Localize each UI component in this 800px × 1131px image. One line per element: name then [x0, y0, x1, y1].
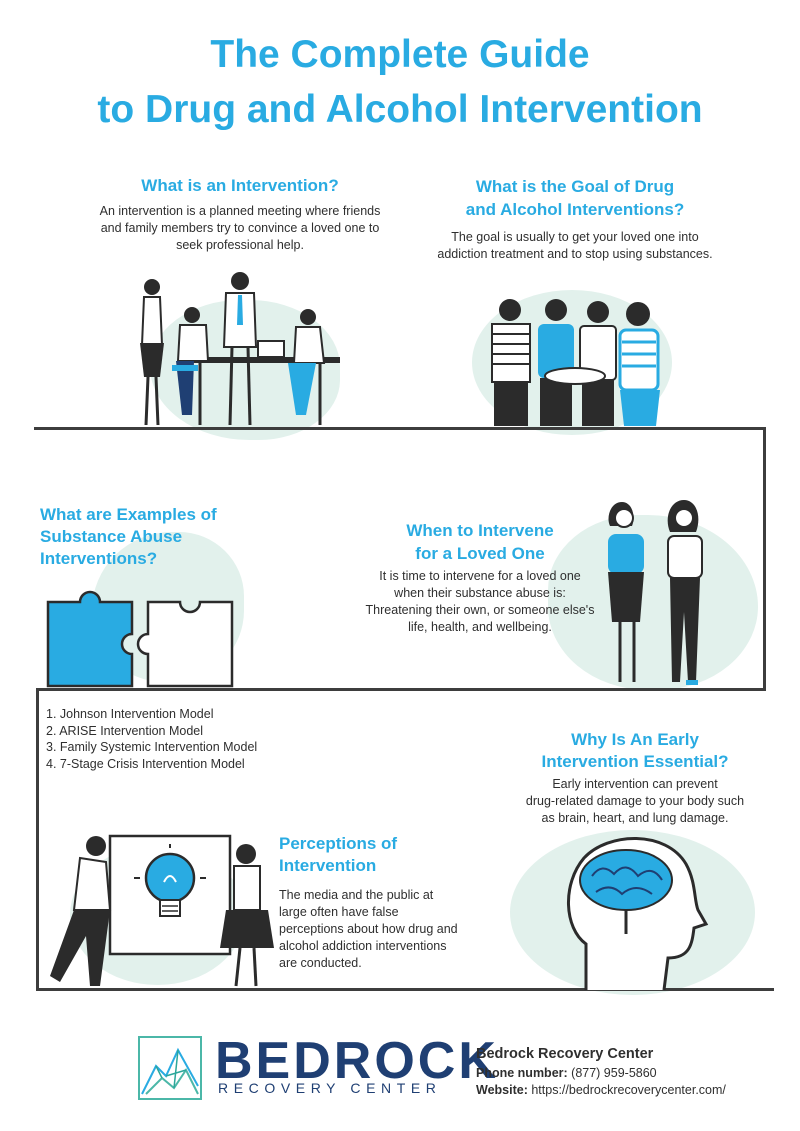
early-body-2: drug-related damage to your body such	[525, 794, 745, 808]
when-body-3: Threatening their own, or someone else's	[365, 603, 595, 617]
brain-head-illustration	[567, 837, 709, 991]
examples-heading-2: Substance Abuse	[40, 527, 183, 546]
early-body-3: as brain, heart, and lung damage.	[541, 811, 729, 825]
women-talking-illustration	[608, 500, 703, 685]
goal-heading-2: and Alcohol Interventions?	[465, 200, 685, 219]
puzzle-illustration	[46, 590, 234, 688]
what-is-body-1: An intervention is a planned meeting whe…	[99, 204, 381, 218]
divider-line	[763, 427, 766, 691]
phone-label: Phone number:	[476, 1066, 568, 1080]
early-body-1: Early intervention can prevent	[552, 777, 718, 791]
when-body-2: when their substance abuse is:	[394, 586, 566, 600]
divider-line	[34, 427, 766, 430]
divider-line	[36, 988, 774, 991]
what-is-body-2: and family members try to convince a lov…	[100, 221, 380, 235]
goal-body-1: The goal is usually to get your loved on…	[451, 230, 699, 244]
list-item: 2. ARISE Intervention Model	[46, 723, 204, 738]
perceptions-body-1: The media and the public at	[279, 888, 434, 902]
page-title-line1: The Complete Guide	[210, 33, 590, 76]
bedrock-logo-icon	[138, 1036, 202, 1100]
what-is-heading: What is an Intervention?	[141, 176, 339, 195]
perceptions-body-5: are conducted.	[279, 956, 362, 970]
when-heading-1: When to Intervene	[406, 521, 554, 540]
team-hands-illustration	[491, 299, 660, 426]
website-link[interactable]: https://bedrockrecoverycenter.com/	[531, 1083, 726, 1097]
website-line: Website: https://bedrockrecoverycenter.c…	[476, 1082, 726, 1099]
perceptions-heading-2: Intervention	[279, 856, 377, 875]
perceptions-body-2: large often have false	[279, 905, 399, 919]
page-title-line2: to Drug and Alcohol Intervention	[97, 88, 703, 131]
lightbulb-illustration	[50, 834, 274, 987]
when-heading-2: for a Loved One	[415, 544, 545, 563]
examples-list: 1. Johnson Intervention Model 2. ARISE I…	[46, 706, 257, 772]
meeting-illustration	[140, 272, 340, 426]
goal-heading-1: What is the Goal of Drug	[475, 177, 675, 196]
early-heading-2: Intervention Essential?	[541, 752, 729, 771]
website-label: Website:	[476, 1083, 528, 1097]
logo-subtitle: RECOVERY CENTER	[218, 1080, 442, 1096]
when-body-4: life, health, and wellbeing.	[408, 620, 552, 634]
perceptions-body-3: perceptions about how drug and	[279, 922, 458, 936]
divider-line	[36, 688, 39, 991]
phone-value: (877) 959-5860	[571, 1066, 657, 1080]
list-item: 1. Johnson Intervention Model	[46, 707, 214, 721]
divider-line	[36, 688, 766, 691]
what-is-body-3: seek professional help.	[176, 238, 304, 252]
blob-women	[548, 515, 758, 690]
list-item: 4. 7-Stage Crisis Intervention Model	[46, 756, 245, 771]
goal-body-2: addiction treatment and to stop using su…	[437, 247, 713, 261]
examples-heading-3: Interventions?	[40, 549, 158, 568]
early-heading-1: Why Is An Early	[571, 730, 699, 749]
perceptions-body-4: alcohol addiction interventions	[279, 939, 447, 953]
examples-heading-1: What are Examples of	[40, 505, 217, 524]
phone-line: Phone number: (877) 959-5860	[476, 1065, 657, 1082]
org-name: Bedrock Recovery Center	[476, 1046, 654, 1062]
when-body-1: It is time to intervene for a loved one	[379, 569, 581, 583]
list-item: 3. Family Systemic Intervention Model	[46, 740, 258, 754]
logo-wordmark: BEDROCK	[215, 1032, 499, 1090]
perceptions-heading-1: Perceptions of	[279, 834, 398, 853]
